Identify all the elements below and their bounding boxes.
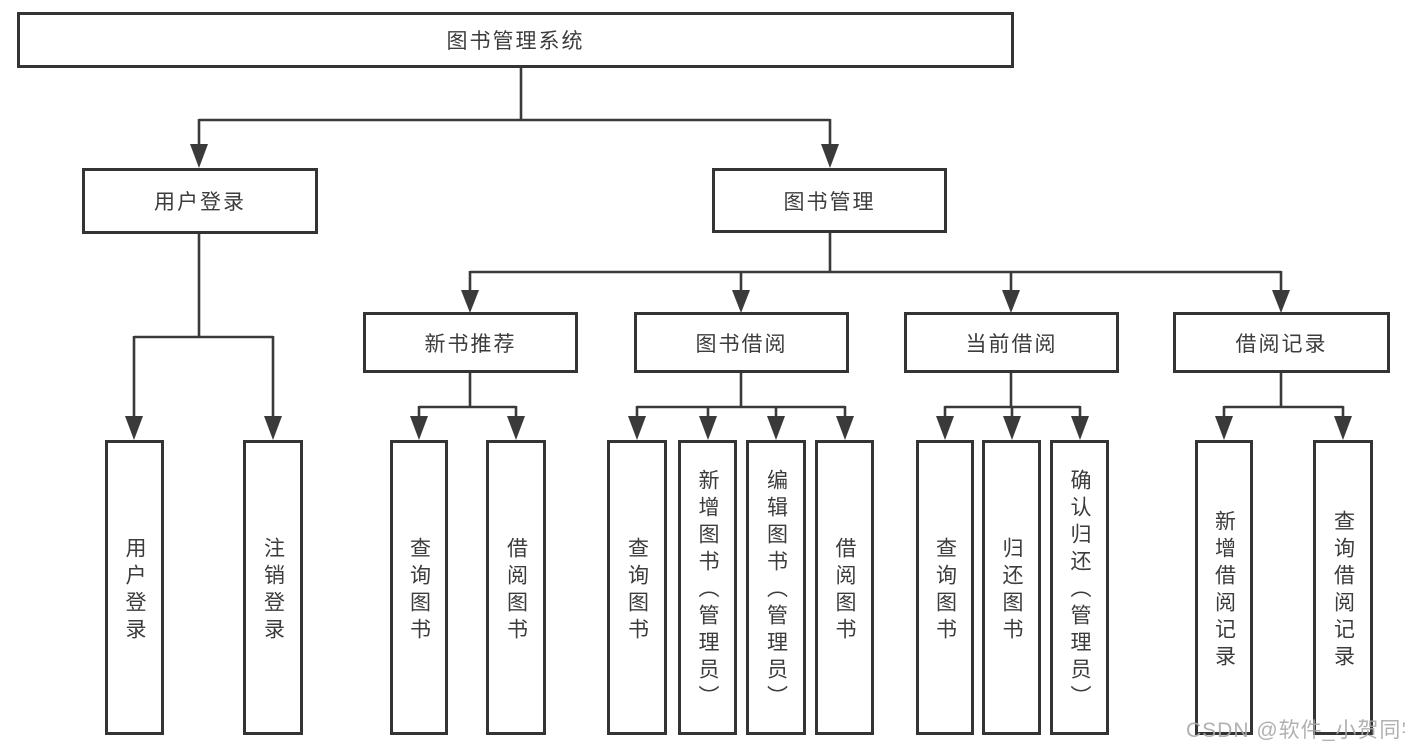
connector-user-login-children: [125, 233, 282, 440]
node-borrowing-records: 借阅记录: [1173, 312, 1390, 373]
leaf-query-borrow-record: 查询借阅记录: [1313, 440, 1373, 735]
connector-root-to-level2: [190, 67, 839, 168]
node-library-management-system: 图书管理系统: [17, 12, 1014, 68]
node-book-management: 图书管理: [712, 168, 947, 233]
connector-borrowing-records-children: [1215, 372, 1352, 440]
connector-book-management-children: [461, 232, 1290, 313]
leaf-add-borrow-record: 新增借阅记录: [1195, 440, 1253, 735]
leaf-query-books-recommend: 查询图书: [390, 440, 448, 735]
leaf-borrow-books-recommend: 借阅图书: [486, 440, 546, 735]
leaf-edit-books-admin: 编辑图书（管理员）: [746, 440, 806, 735]
leaf-add-books-admin: 新增图书（管理员）: [678, 440, 737, 735]
leaf-confirm-return-admin: 确认归还（管理员）: [1050, 440, 1109, 735]
leaf-borrow-books-borrowing: 借阅图书: [815, 440, 874, 735]
node-current-borrowing: 当前借阅: [904, 312, 1119, 373]
leaf-return-books: 归还图书: [982, 440, 1041, 735]
connector-new-book-recommendation-children: [410, 372, 525, 440]
leaf-query-books-current: 查询图书: [916, 440, 974, 735]
leaf-query-books-borrowing: 查询图书: [607, 440, 667, 735]
node-book-borrowing: 图书借阅: [634, 312, 849, 373]
leaf-logout-login: 注销登录: [243, 440, 303, 735]
node-new-book-recommendation: 新书推荐: [363, 312, 578, 373]
node-user-login: 用户登录: [82, 168, 318, 234]
connector-book-borrowing-children: [628, 372, 854, 440]
csdn-watermark: CSDN @软件_小贺同学: [1186, 719, 1405, 742]
connector-current-borrowing-children: [936, 372, 1089, 440]
leaf-user-login: 用户登录: [105, 440, 164, 735]
